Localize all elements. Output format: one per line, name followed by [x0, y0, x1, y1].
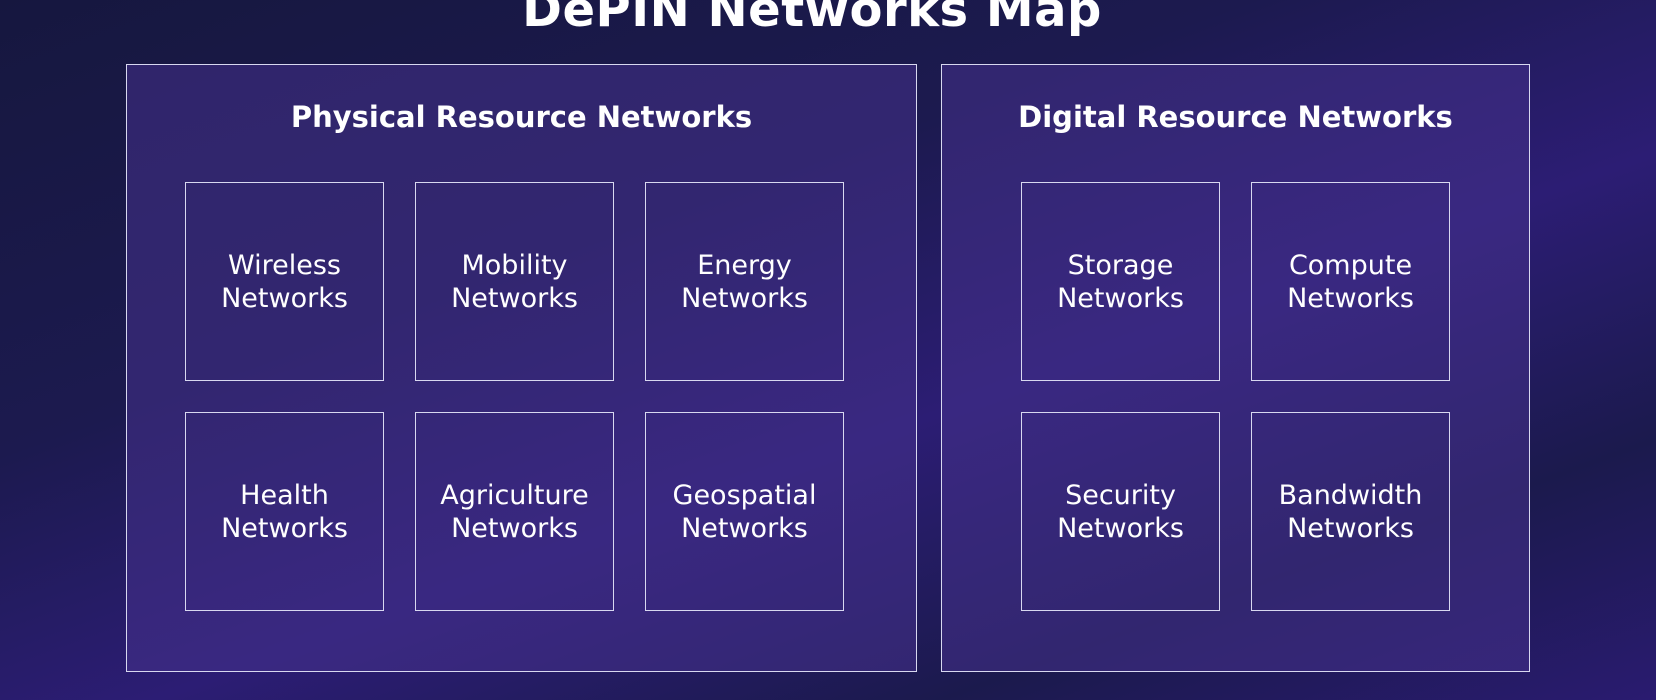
box-label: Mobility Networks: [451, 249, 578, 314]
compute-networks-box: Compute Networks: [1251, 182, 1450, 381]
physical-resource-panel: Physical Resource Networks Wireless Netw…: [126, 64, 917, 672]
box-label: Agriculture Networks: [440, 479, 589, 544]
box-label: Storage Networks: [1057, 249, 1184, 314]
box-label: Security Networks: [1057, 479, 1184, 544]
box-label: Compute Networks: [1287, 249, 1414, 314]
health-networks-box: Health Networks: [185, 412, 384, 611]
physical-panel-title: Physical Resource Networks: [290, 100, 753, 134]
bandwidth-networks-box: Bandwidth Networks: [1251, 412, 1450, 611]
digital-resource-panel: Digital Resource Networks Storage Networ…: [941, 64, 1530, 672]
box-label: Wireless Networks: [221, 249, 348, 314]
security-networks-box: Security Networks: [1021, 412, 1220, 611]
box-label: Health Networks: [221, 479, 348, 544]
box-label: Energy Networks: [681, 249, 808, 314]
agriculture-networks-box: Agriculture Networks: [415, 412, 614, 611]
box-label: Geospatial Networks: [672, 479, 817, 544]
wireless-networks-box: Wireless Networks: [185, 182, 384, 381]
diagram-title: DePIN Networks Map: [522, 0, 1102, 38]
box-label: Bandwidth Networks: [1278, 479, 1423, 544]
mobility-networks-box: Mobility Networks: [415, 182, 614, 381]
storage-networks-box: Storage Networks: [1021, 182, 1220, 381]
digital-panel-title: Digital Resource Networks: [1018, 100, 1453, 134]
geospatial-networks-box: Geospatial Networks: [645, 412, 844, 611]
energy-networks-box: Energy Networks: [645, 182, 844, 381]
